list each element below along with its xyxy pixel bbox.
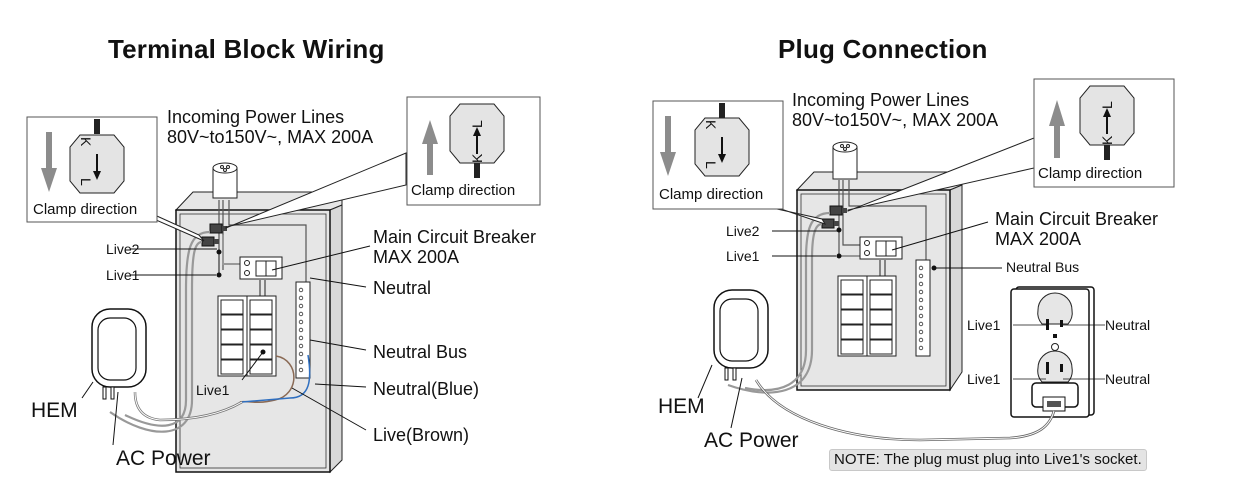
ac-power-label: AC Power (704, 429, 799, 452)
panel-title: Terminal Block Wiring (108, 34, 385, 64)
plug-note: NOTE: The plug must plug into Live1's so… (829, 449, 1147, 471)
socket-top (1037, 292, 1073, 325)
live1-inner-label: Live1 (196, 382, 230, 398)
plug-connection-drawing (652, 78, 1175, 442)
neutral-blue-wire (241, 354, 311, 403)
neutral-bus-label: Neutral Bus (373, 342, 468, 362)
clamp-letter-k: K (1099, 135, 1115, 145)
ac-power-label: AC Power (116, 447, 211, 470)
clamp-letter-l: L (703, 161, 719, 169)
incoming-power-label: Incoming Power Lines (792, 90, 970, 110)
clamp-direction-label: Clamp direction (659, 186, 764, 203)
arrow-up-icon (422, 120, 438, 175)
outlet-bottom-neutral-label: Neutral (1105, 371, 1151, 387)
plug-connection-panel: Plug Connection (620, 0, 1243, 486)
neutral-bus-label: Neutral Bus (1006, 259, 1080, 275)
terminal-wiring-drawing (26, 96, 541, 474)
clamp-direction-label: Clamp direction (411, 182, 516, 199)
clamp-direction-label: Clamp direction (1038, 165, 1143, 182)
clamp-letter-l: L (78, 178, 94, 186)
incoming-power-spec: 80V~to150V~, MAX 200A (792, 110, 999, 130)
clamp-letter-k: K (469, 153, 485, 163)
live-brown-label: Live(Brown) (373, 425, 470, 445)
live1-label: Live1 (106, 267, 140, 283)
outlet-bottom-live1-label: Live1 (967, 371, 1001, 387)
terminal-block-wiring-panel: Terminal Block Wiring (0, 0, 620, 486)
clamp-direction-label: Clamp direction (33, 201, 138, 218)
box-side-bevel (329, 204, 343, 474)
incoming-power-label: Incoming Power Lines (167, 107, 345, 127)
hem-device (91, 308, 147, 388)
panel-title: Plug Connection (778, 34, 988, 64)
clamp-sensor-2 (201, 236, 215, 247)
outlet-top-live1-label: Live1 (967, 317, 1001, 333)
clamp-sensor-1 (829, 205, 843, 216)
live2-label: Live2 (106, 241, 140, 257)
live2-label: Live2 (726, 223, 760, 239)
hem-label: HEM (658, 395, 705, 418)
neutral-blue-label: Neutral(Blue) (373, 379, 480, 399)
incoming-power-spec: 80V~to150V~, MAX 200A (167, 127, 374, 147)
arrow-down-icon (41, 132, 57, 192)
clamp-letter-k: K (78, 137, 94, 147)
socket-bottom (1037, 350, 1073, 383)
conduit (212, 167, 238, 199)
arrow-up-icon (1049, 100, 1065, 158)
main-breaker-label: Main Circuit Breaker (995, 209, 1159, 229)
clamp-letter-l: L (1099, 101, 1115, 109)
main-breaker-spec: MAX 200A (995, 229, 1082, 249)
main-breaker-spec: MAX 200A (373, 247, 460, 267)
hem-device (713, 289, 769, 369)
clamp-sensor-1 (209, 223, 223, 234)
main-breaker-label: Main Circuit Breaker (373, 227, 537, 247)
live1-label: Live1 (726, 248, 760, 264)
arrow-down-icon (660, 116, 676, 176)
clamp-letter-l: L (469, 120, 485, 128)
box-side-bevel (949, 184, 963, 392)
outlet-top-neutral-label: Neutral (1105, 317, 1151, 333)
hem-label: HEM (31, 399, 78, 422)
neutral-label: Neutral (373, 278, 432, 298)
clamp-letter-k: K (703, 120, 719, 130)
